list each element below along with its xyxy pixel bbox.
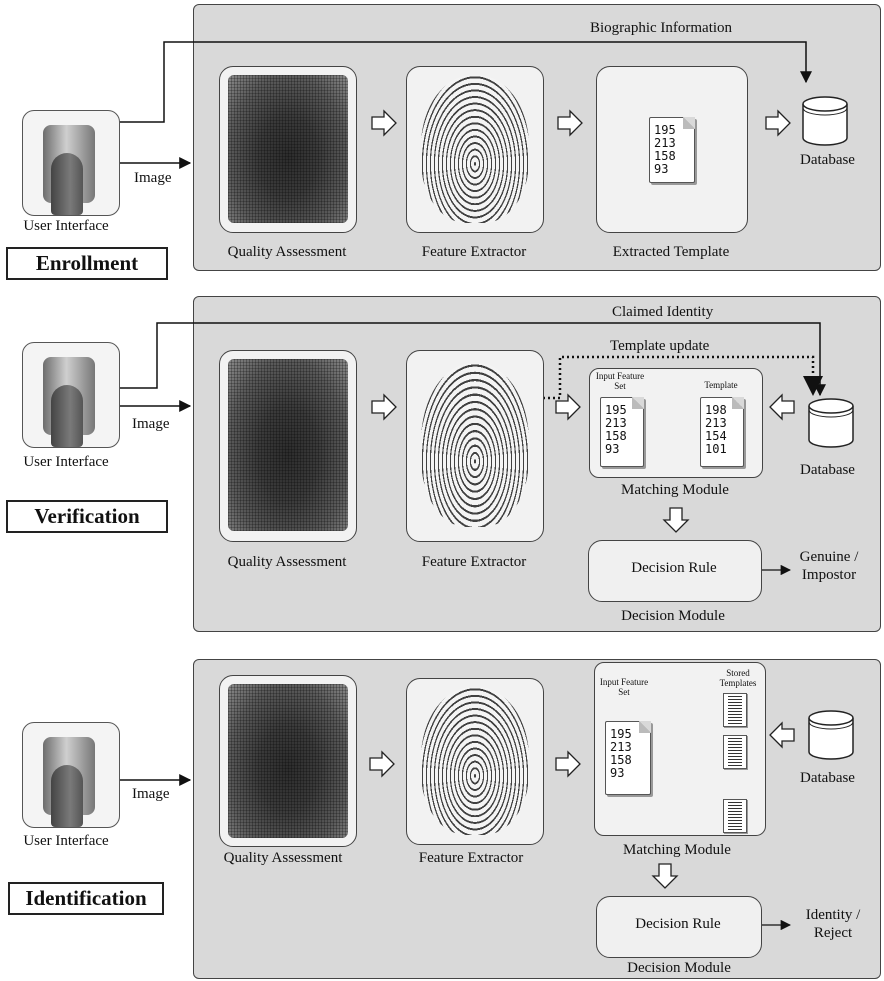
output-label: Identity / Reject — [796, 906, 870, 942]
user-interface-label: User Interface — [23, 218, 109, 234]
feature-extractor-box — [406, 350, 544, 542]
template-value: 213 — [705, 416, 727, 430]
input-value: 158 — [605, 429, 627, 443]
extracted-template-box: 195 213 158 93 — [596, 66, 748, 233]
user-interface-label: User Interface — [23, 454, 109, 470]
matching-module-box: Input Feature Set 195 213 158 93 Stored … — [594, 662, 766, 836]
output-line: Impostor — [801, 567, 857, 583]
stage-label: Quality Assessment — [223, 850, 343, 866]
stage-label: Feature Extractor — [421, 554, 527, 570]
fingerprint-features-image — [421, 75, 529, 223]
template-document-icon: 195 213 158 93 — [649, 117, 695, 183]
image-label: Image — [132, 786, 170, 802]
input-value: 213 — [610, 740, 632, 754]
stored-template-icon — [723, 735, 747, 769]
template-value: 154 — [705, 429, 727, 443]
feature-extractor-box — [406, 678, 544, 845]
fingerprint-scanner-icon — [22, 722, 120, 828]
feature-extractor-box — [406, 66, 544, 233]
stage-label: Quality Assessment — [227, 554, 347, 570]
output-label: Genuine / Impostor — [792, 548, 866, 584]
stored-templates-label: Stored Templates — [719, 668, 757, 688]
fingerprint-quality-image — [228, 684, 348, 838]
input-value: 195 — [610, 727, 632, 741]
fingerprint-quality-image — [228, 75, 348, 223]
input-value: 195 — [605, 403, 627, 417]
decision-module-label: Decision Module — [621, 608, 725, 624]
database-label: Database — [800, 462, 855, 478]
decision-rule-label: Decision Rule — [631, 560, 717, 576]
output-line: Identity / — [805, 907, 861, 923]
fingerprint-quality-image — [228, 359, 348, 531]
fingerprint-features-image — [421, 363, 529, 527]
output-line: Genuine / — [799, 549, 859, 565]
template-value: 158 — [654, 149, 676, 163]
quality-assessment-box — [219, 675, 357, 847]
input-value: 158 — [610, 753, 632, 767]
stage-label: Extracted Template — [612, 244, 730, 260]
template-update-label: Template update — [610, 338, 710, 354]
mode-label-enrollment: Enrollment — [6, 247, 168, 280]
decision-rule-box — [596, 896, 762, 958]
biographic-information-label: Biographic Information — [590, 20, 733, 36]
stored-template-icon — [723, 799, 747, 833]
database-icon — [802, 96, 848, 146]
input-document-icon: 195 213 158 93 — [600, 397, 644, 467]
matching-module-label: Matching Module — [621, 482, 729, 498]
stored-template-icon — [723, 693, 747, 727]
decision-rule-box — [588, 540, 762, 602]
template-document-icon: 198 213 154 101 — [700, 397, 744, 467]
decision-module-label: Decision Module — [627, 960, 731, 976]
stage-label: Feature Extractor — [421, 244, 527, 260]
input-feature-set-label: Input Feature Set — [599, 677, 649, 697]
database-icon — [808, 398, 854, 448]
template-value: 195 — [654, 123, 676, 137]
database-label: Database — [800, 152, 855, 168]
output-line: Reject — [813, 925, 853, 941]
template-value: 198 — [705, 403, 727, 417]
template-value: 101 — [705, 442, 727, 456]
input-document-icon: 195 213 158 93 — [605, 721, 651, 795]
template-value: 93 — [654, 162, 669, 176]
mode-label-identification: Identification — [8, 882, 164, 915]
matching-module-label: Matching Module — [623, 842, 731, 858]
input-value: 93 — [605, 442, 620, 456]
input-value: 213 — [605, 416, 627, 430]
image-label: Image — [132, 416, 170, 432]
quality-assessment-box — [219, 350, 357, 542]
database-icon — [808, 710, 854, 760]
template-title-label: Template — [704, 380, 738, 390]
quality-assessment-box — [219, 66, 357, 233]
stage-label: Feature Extractor — [418, 850, 524, 866]
input-feature-set-label: Input Feature Set — [595, 371, 645, 391]
fingerprint-scanner-icon — [22, 342, 120, 448]
mode-label-verification: Verification — [6, 500, 168, 533]
matching-module-box: Input Feature Set 195 213 158 93 Templat… — [589, 368, 763, 478]
user-interface-label: User Interface — [23, 833, 109, 849]
template-value: 213 — [654, 136, 676, 150]
claimed-identity-label: Claimed Identity — [612, 304, 714, 320]
stage-label: Quality Assessment — [227, 244, 347, 260]
input-value: 93 — [610, 766, 625, 780]
decision-rule-label: Decision Rule — [635, 916, 721, 932]
fingerprint-features-image — [421, 687, 529, 835]
fingerprint-scanner-icon — [22, 110, 120, 216]
image-label: Image — [134, 170, 172, 186]
database-label: Database — [800, 770, 855, 786]
